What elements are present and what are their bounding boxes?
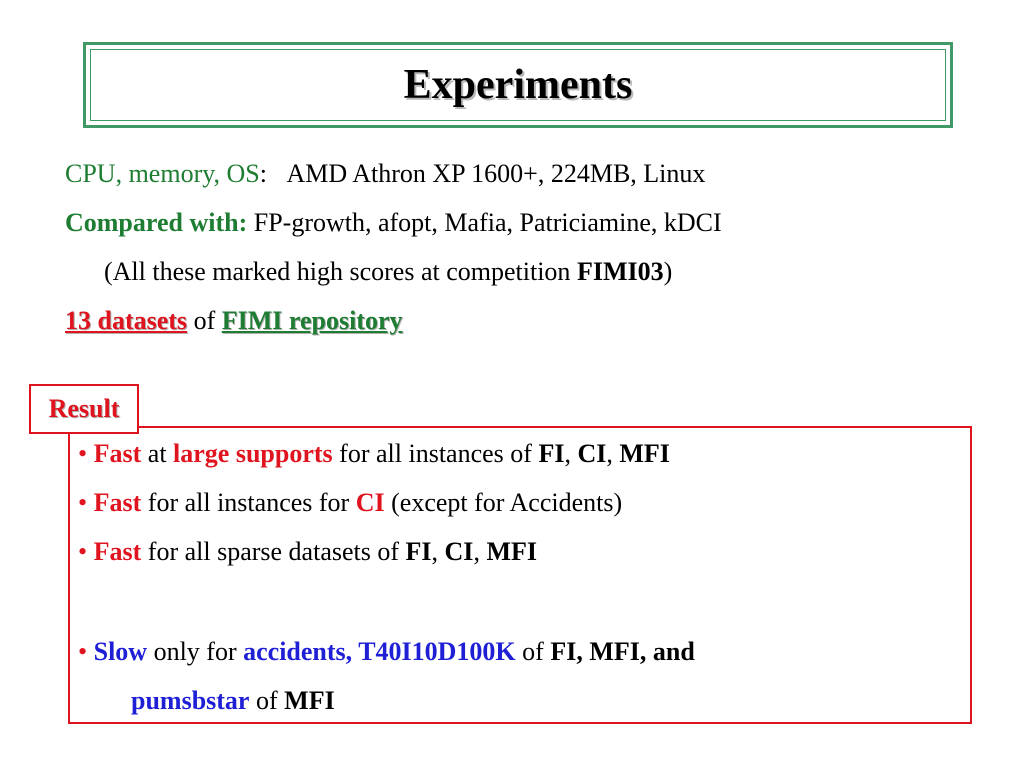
item2-ci: CI (355, 488, 385, 517)
datasets-of: of (193, 306, 216, 335)
cpu-label: CPU, memory, OS (65, 159, 260, 188)
title-frame: Experiments (83, 42, 953, 128)
item4-kinds: FI, MFI, and (550, 637, 695, 666)
item1-text: for all instances of (339, 439, 532, 468)
result-item-4-cont: pumsbstar of MFI (131, 685, 335, 717)
item3-text: for all sparse datasets of (147, 537, 400, 566)
bullet-4: • (78, 637, 88, 666)
item3-ci: CI (444, 537, 474, 566)
item1-at: at (147, 439, 167, 468)
result-label: Result (29, 384, 139, 434)
item4-mfi: MFI (284, 686, 335, 715)
note-close: ) (663, 257, 673, 286)
bullet-1: • (78, 439, 88, 468)
compared-value: FP-growth, afopt, Mafia, Patriciamine, k… (253, 208, 722, 237)
setup-datasets-line: 13 datasets of FIMI repository (65, 305, 403, 337)
item3-fast: Fast (93, 537, 142, 566)
result-item-4: • Slow only for accidents, T40I10D100K o… (78, 636, 695, 668)
datasets-repository: FIMI repository (221, 306, 403, 335)
note-open: (All these marked high scores at competi… (104, 257, 577, 286)
setup-note-line: (All these marked high scores at competi… (104, 256, 672, 288)
item4-of2: of (255, 686, 278, 715)
item2-text: for all instances for (147, 488, 350, 517)
item3-fi: FI (405, 537, 432, 566)
item1-fast: Fast (93, 439, 142, 468)
bullet-3: • (78, 537, 88, 566)
item1-comma2: , (606, 439, 613, 468)
setup-compared-line: Compared with: FP-growth, afopt, Mafia, … (65, 207, 722, 239)
result-item-2: • Fast for all instances for CI (except … (78, 487, 622, 519)
setup-cpu-line: CPU, memory, OS: AMD Athron XP 1600+, 22… (65, 158, 705, 190)
item3-comma1: , (431, 537, 439, 566)
item4-pumsbstar: pumsbstar (131, 686, 250, 715)
result-item-3: • Fast for all sparse datasets of FI, CI… (78, 536, 537, 568)
item2-rest: (except for Accidents) (391, 488, 623, 517)
compared-label: Compared with: (65, 208, 248, 237)
page-title: Experiments (403, 62, 633, 108)
cpu-colon: : (259, 159, 268, 188)
result-box (68, 426, 972, 724)
item1-comma1: , (564, 439, 571, 468)
item4-datasets: accidents, T40I10D100K (243, 637, 516, 666)
item4-of: of (522, 637, 544, 666)
item4-text: only for (153, 637, 237, 666)
item1-mfi: MFI (619, 439, 670, 468)
item3-comma2: , (473, 537, 480, 566)
note-fimi03: FIMI03 (576, 257, 664, 286)
bullet-2: • (78, 488, 88, 517)
item1-large-supports: large supports (173, 439, 333, 468)
item1-ci: CI (577, 439, 607, 468)
item4-slow: Slow (93, 637, 148, 666)
item3-mfi: MFI (486, 537, 537, 566)
item2-fast: Fast (93, 488, 142, 517)
datasets-count: 13 datasets (65, 306, 188, 335)
cpu-value: AMD Athron XP 1600+, 224MB, Linux (286, 159, 706, 188)
result-item-1: • Fast at large supports for all instanc… (78, 438, 670, 470)
item1-fi: FI (538, 439, 565, 468)
title-inner-frame: Experiments (90, 49, 946, 121)
